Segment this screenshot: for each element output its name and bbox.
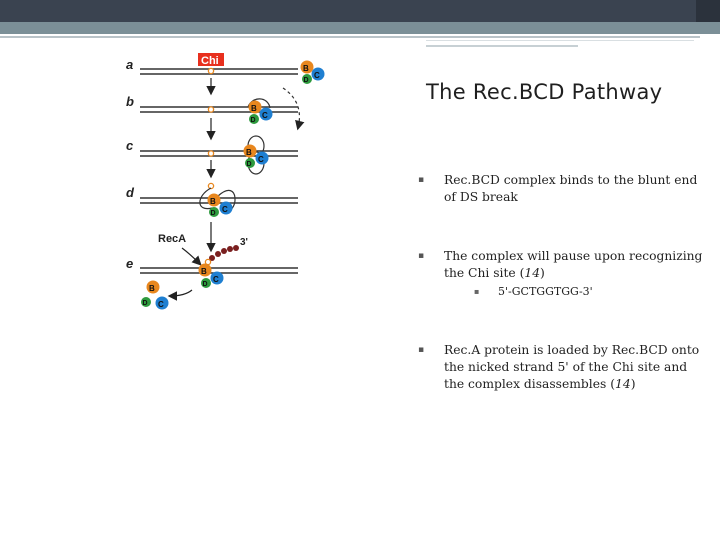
translocation-arrow (282, 87, 305, 131)
bullet-marker: ▪ (418, 345, 425, 355)
three-prime-label: 3' (240, 237, 248, 248)
svg-text:D: D (203, 281, 208, 288)
row-label-c: c (126, 138, 134, 153)
svg-text:B: B (149, 284, 155, 293)
row-label-d: d (126, 185, 135, 200)
svg-text:D: D (251, 117, 256, 124)
row-d: B C D (140, 182, 298, 217)
chi-sequence: 5'-GCTGGTGG-3' (498, 285, 593, 298)
svg-text:C: C (258, 155, 264, 164)
bullet-text: The complex will pause upon recognizing … (444, 249, 703, 280)
svg-text:C: C (262, 111, 268, 120)
sub-bullet-marker: ▪ (474, 287, 480, 296)
subunit-c (311, 67, 325, 81)
subunit-d-label: D (304, 77, 309, 84)
reca-label: RecA (158, 233, 186, 245)
citation: 14 (615, 377, 631, 391)
svg-text:C: C (158, 300, 164, 309)
bullet-marker: ▪ (418, 175, 425, 185)
subunit-b (300, 60, 314, 74)
row-c: B C D (140, 135, 298, 175)
svg-text:B: B (246, 148, 252, 157)
citation: 14 (524, 266, 541, 280)
row-b: B C D (140, 87, 305, 131)
subunit-b-label: B (303, 64, 309, 73)
disassembly-arrow (167, 289, 193, 301)
bullet-marker: ▪ (418, 251, 425, 261)
top-bar (0, 0, 720, 22)
header-band (0, 22, 720, 34)
svg-text:D: D (143, 300, 148, 307)
svg-text:B: B (210, 197, 216, 206)
header-rule (0, 36, 700, 38)
svg-text:C: C (222, 205, 228, 214)
row-e: RecA 3' B C D B C D (140, 233, 298, 310)
subunit-d (302, 74, 312, 84)
svg-text:C: C (213, 275, 219, 284)
subunit-c-label: C (314, 71, 320, 80)
chi-site (207, 67, 215, 75)
row-a: Chi B C D (140, 53, 325, 84)
svg-text:B: B (251, 104, 257, 113)
svg-text:D: D (211, 210, 216, 217)
reca-loading-arrow (181, 247, 202, 266)
chi-box (198, 53, 224, 66)
svg-text:D: D (247, 161, 252, 168)
top-bar-accent (696, 0, 720, 22)
chi-label: Chi (201, 55, 219, 67)
bullet-text: Rec.BCD complex binds to the blunt end o… (444, 173, 698, 204)
reca-filament (209, 245, 239, 261)
row-label-e: e (126, 256, 133, 271)
header-rule-short (426, 45, 578, 47)
svg-text:B: B (201, 267, 207, 276)
slide-title: The Rec.BCD Pathway (426, 80, 663, 104)
row-label-a: a (126, 57, 133, 72)
header-rule-thin (426, 40, 694, 41)
row-label-b: b (126, 94, 134, 109)
bullet-text: Rec.A protein is loaded by Rec.BCD onto … (444, 343, 700, 391)
